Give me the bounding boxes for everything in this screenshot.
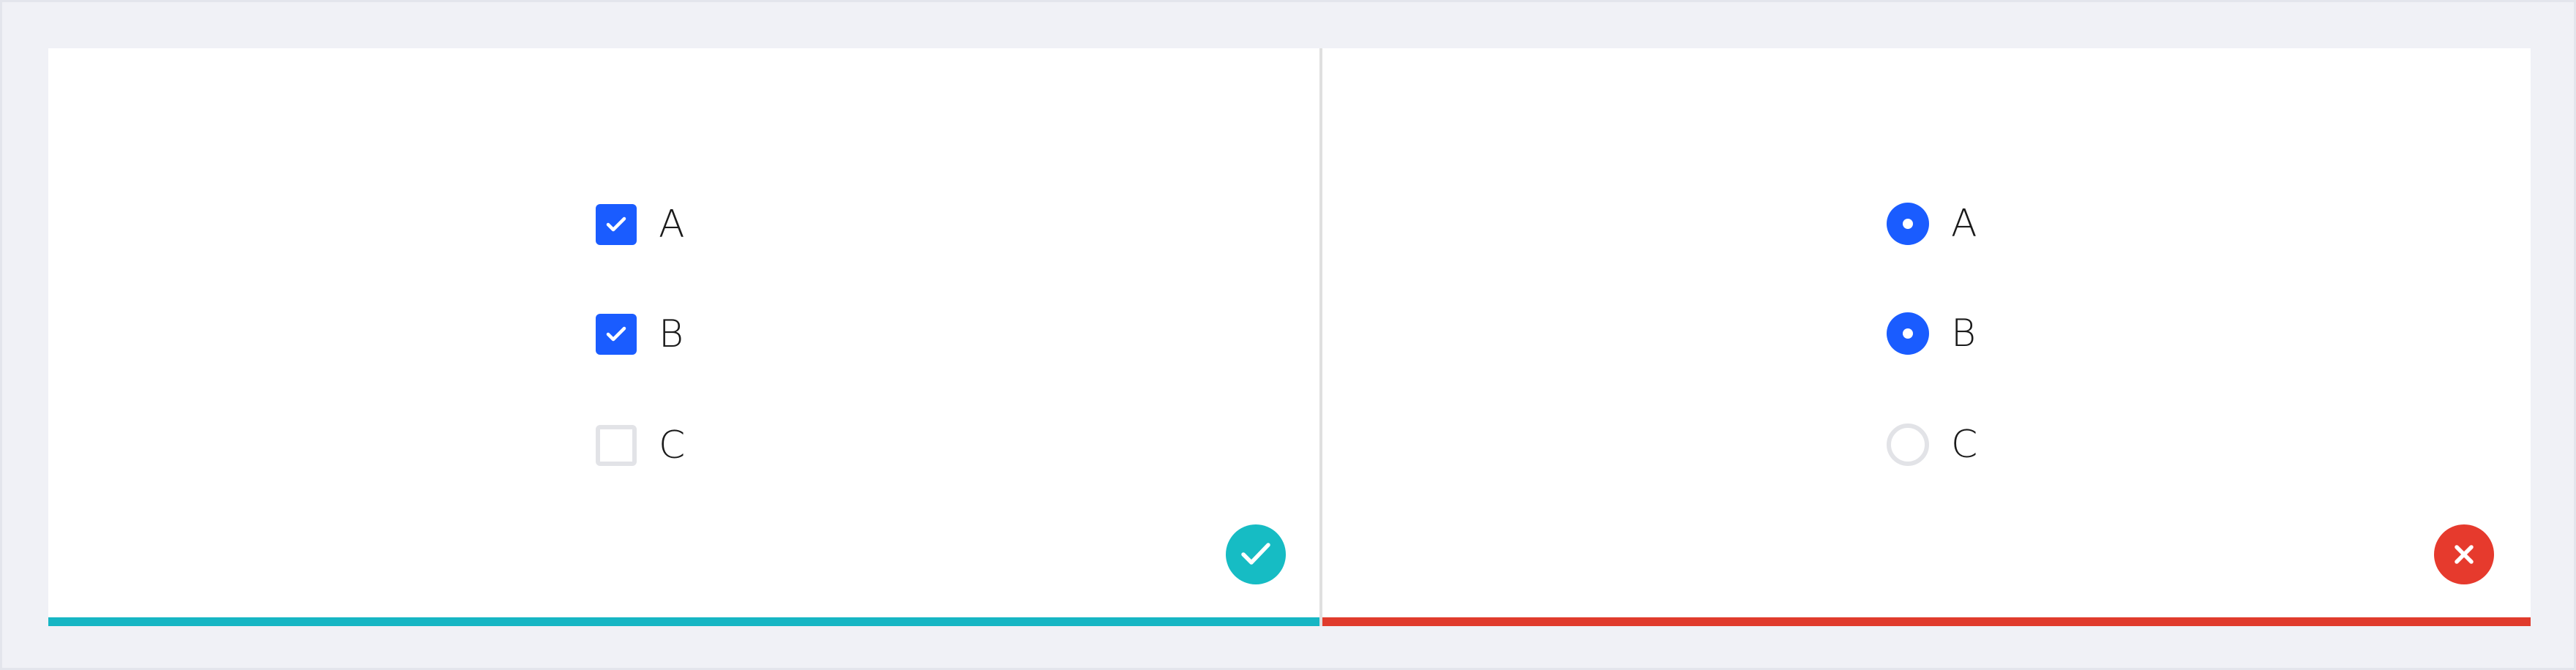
option-label: C bbox=[659, 424, 686, 467]
close-icon bbox=[2455, 545, 2474, 564]
correct-badge bbox=[1226, 524, 1286, 584]
radio-option-b[interactable]: B bbox=[1887, 312, 1976, 355]
incorrect-badge bbox=[2434, 524, 2494, 584]
radio-panel: A B C bbox=[1322, 48, 2531, 626]
option-label: A bbox=[1951, 202, 1977, 246]
incorrect-indicator-bar bbox=[1322, 617, 2531, 626]
checkbox-checked[interactable] bbox=[596, 314, 637, 355]
checkbox-unchecked[interactable] bbox=[596, 425, 637, 466]
checkbox-option-a[interactable]: A bbox=[596, 203, 685, 246]
panel-divider bbox=[1319, 48, 1322, 626]
radio-dot bbox=[1903, 219, 1913, 229]
radio-unselected[interactable] bbox=[1887, 424, 1929, 466]
radio-option-a[interactable]: A bbox=[1887, 202, 1977, 246]
option-label: A bbox=[659, 203, 685, 246]
radio-dot bbox=[1903, 328, 1913, 339]
option-label: B bbox=[1951, 312, 1977, 355]
checkbox-option-c[interactable]: C bbox=[596, 424, 685, 467]
option-label: C bbox=[1951, 423, 1978, 467]
correct-indicator-bar bbox=[48, 617, 1319, 626]
checkbox-checked[interactable] bbox=[596, 204, 637, 245]
option-label: B bbox=[659, 312, 684, 356]
checkbox-option-b[interactable]: B bbox=[596, 312, 684, 356]
radio-option-c[interactable]: C bbox=[1887, 423, 1977, 467]
checkmark-icon bbox=[1241, 543, 1270, 565]
checkmark-icon bbox=[606, 217, 626, 232]
radio-selected[interactable] bbox=[1887, 312, 1929, 355]
checkmark-icon bbox=[606, 326, 626, 342]
checkbox-panel: A B C bbox=[48, 48, 1319, 626]
radio-selected[interactable] bbox=[1887, 203, 1929, 245]
